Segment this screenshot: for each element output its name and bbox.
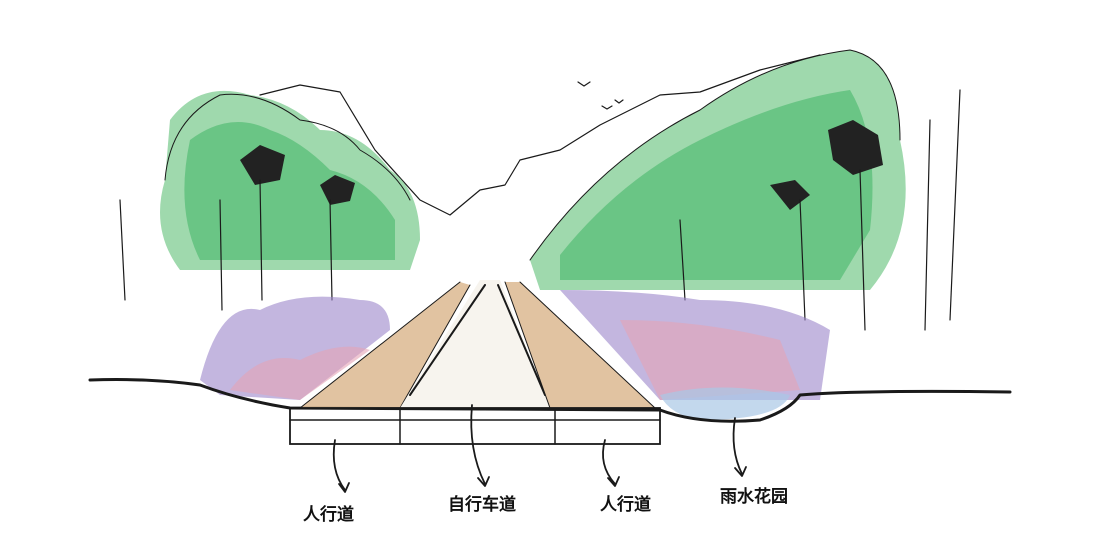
dark-trees [240, 120, 883, 210]
label-bike-lane: 自行车道 [448, 494, 516, 515]
bike-lane [400, 280, 550, 408]
rain-garden-water [660, 387, 790, 420]
label-sidewalk-left: 人行道 [303, 504, 354, 525]
right-tree-canopy [529, 49, 906, 290]
right-planting [560, 290, 830, 420]
left-planting [200, 296, 390, 400]
left-tree-canopy [160, 90, 420, 270]
label-rain-garden: 雨水花园 [720, 486, 788, 507]
left-sidewalk-deck [299, 281, 471, 409]
label-sidewalk-right: 人行道 [600, 494, 651, 515]
label-arrows [332, 404, 747, 493]
right-sidewalk-deck [504, 281, 656, 409]
tree-trunks [119, 89, 961, 331]
section-base [289, 407, 661, 445]
bird-icon [601, 105, 613, 110]
bird-icon [577, 81, 591, 87]
mountain-outline [259, 54, 821, 216]
bird-icon [614, 99, 624, 104]
ground-line [88, 378, 1012, 423]
